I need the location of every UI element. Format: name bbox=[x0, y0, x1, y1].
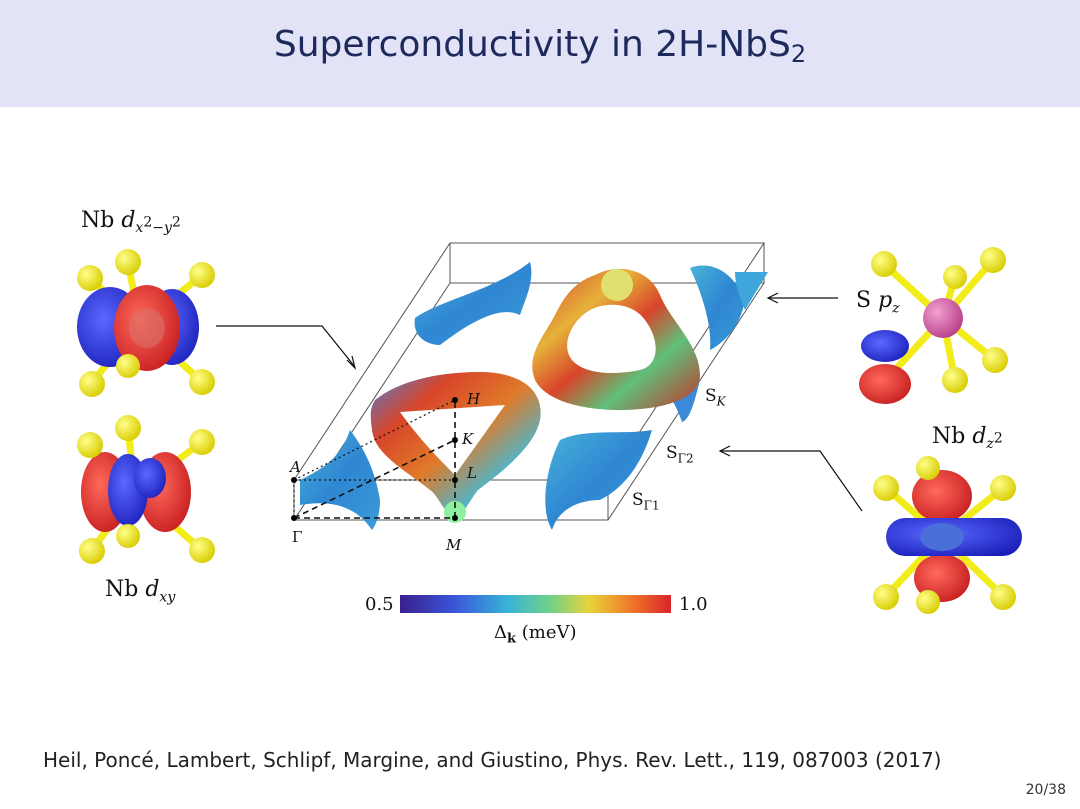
colorbar-min-label: 0.5 bbox=[365, 594, 394, 615]
sheet-SG2-label: SΓ2 bbox=[666, 443, 694, 466]
orbital-dz2-image bbox=[873, 456, 1022, 614]
high-symmetry-points bbox=[291, 397, 458, 521]
colorbar-max-label: 1.0 bbox=[679, 594, 708, 615]
orbital-spz-image bbox=[859, 247, 1008, 404]
fermi-surfaces bbox=[300, 262, 768, 530]
arrows bbox=[216, 292, 863, 512]
high-symmetry-path bbox=[293, 399, 456, 519]
point-M-label: M bbox=[446, 536, 462, 554]
citation: Heil, Poncé, Lambert, Schlipf, Margine, … bbox=[43, 748, 942, 772]
label-dx2y2: Nb dx2−y2 bbox=[81, 208, 181, 237]
sheet-SK-label: SK bbox=[705, 386, 726, 409]
colorbar bbox=[400, 595, 671, 613]
sheet-SG1-label: SΓ1 bbox=[632, 490, 660, 513]
slide-title: Superconductivity in 2H-NbS2 bbox=[273, 24, 807, 68]
point-H-label: H bbox=[467, 390, 481, 408]
label-dxy: Nb dxy bbox=[105, 577, 176, 606]
page-number: 20/38 bbox=[1025, 782, 1066, 798]
point-K-label: K bbox=[462, 430, 474, 448]
point-Gamma-label: Γ bbox=[292, 528, 303, 546]
label-dz2: Nb dz2 bbox=[932, 424, 1003, 453]
point-L-label: L bbox=[467, 464, 477, 482]
slide-header bbox=[0, 0, 1080, 107]
colorbar-title: Δk (meV) bbox=[494, 622, 577, 647]
label-spz: S pz bbox=[856, 288, 900, 317]
orbital-dxy-image bbox=[77, 415, 215, 564]
orbital-dx2y2-image bbox=[77, 249, 215, 397]
point-A-label: A bbox=[290, 458, 301, 476]
